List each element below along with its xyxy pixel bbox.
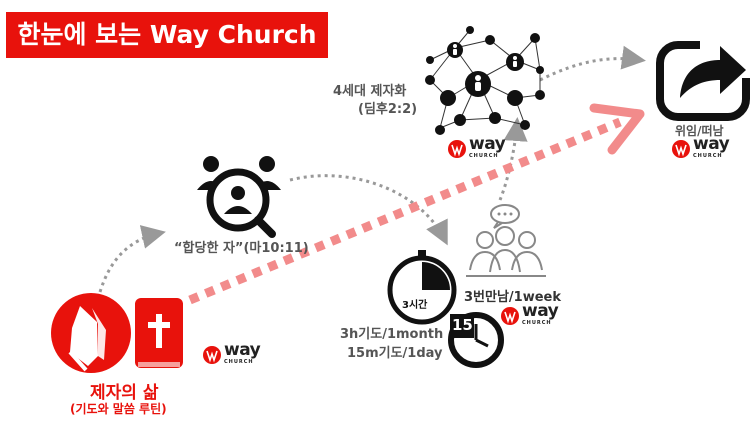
way-logo-mark-2 [672,140,690,158]
life-subtitle: (기도와 말씀 루틴) [70,402,167,416]
stopwatch-label: 3시간 [402,300,428,311]
meeting-bubble-dots [497,212,513,216]
meet-label: 3번만남/1week [464,290,562,305]
way-logo-delegate: way CHURCH [693,134,730,159]
qualified-label: “합당한 자”(마10:11) [174,241,309,256]
way-logo-mark-3 [501,307,519,325]
gen4-label: 4세대 제자화 [333,84,407,99]
life-title: 제자의 삶 [90,383,159,403]
prayer-month-label: 3h기도/1month [340,327,444,342]
praying-hands-icon [51,293,131,373]
delegate-label: 위임/떠남 [675,124,724,138]
search-person-icon [197,156,281,238]
way-logo-meet: way CHURCH [522,301,559,326]
share-icon [656,38,752,121]
prayer-day-label: 15m기도/1day [347,346,443,361]
clock-badge: 15 [452,316,473,334]
network-figures [453,44,517,91]
way-logo-gen4: way CHURCH [469,134,506,159]
way-logo-life: way CHURCH [224,340,261,365]
arrow-gen4-to-delegate [539,45,646,82]
growth-arrowhead [589,103,645,155]
group-meeting-icon [466,204,546,277]
bible-icon [135,298,183,368]
page-title: 한눈에 보는 Way Church [17,20,317,49]
title-banner [6,12,328,58]
arrow-life-to-qualified [98,225,166,293]
network-nodes [425,26,545,135]
stopwatch-icon [387,250,457,325]
way-logo-mark-1 [448,140,466,158]
way-logo-mark-4 [203,346,221,364]
clock-icon [448,312,504,368]
gen4-verse: (딤후2:2) [358,102,418,117]
arrow-qualified-to-meet [289,174,448,246]
